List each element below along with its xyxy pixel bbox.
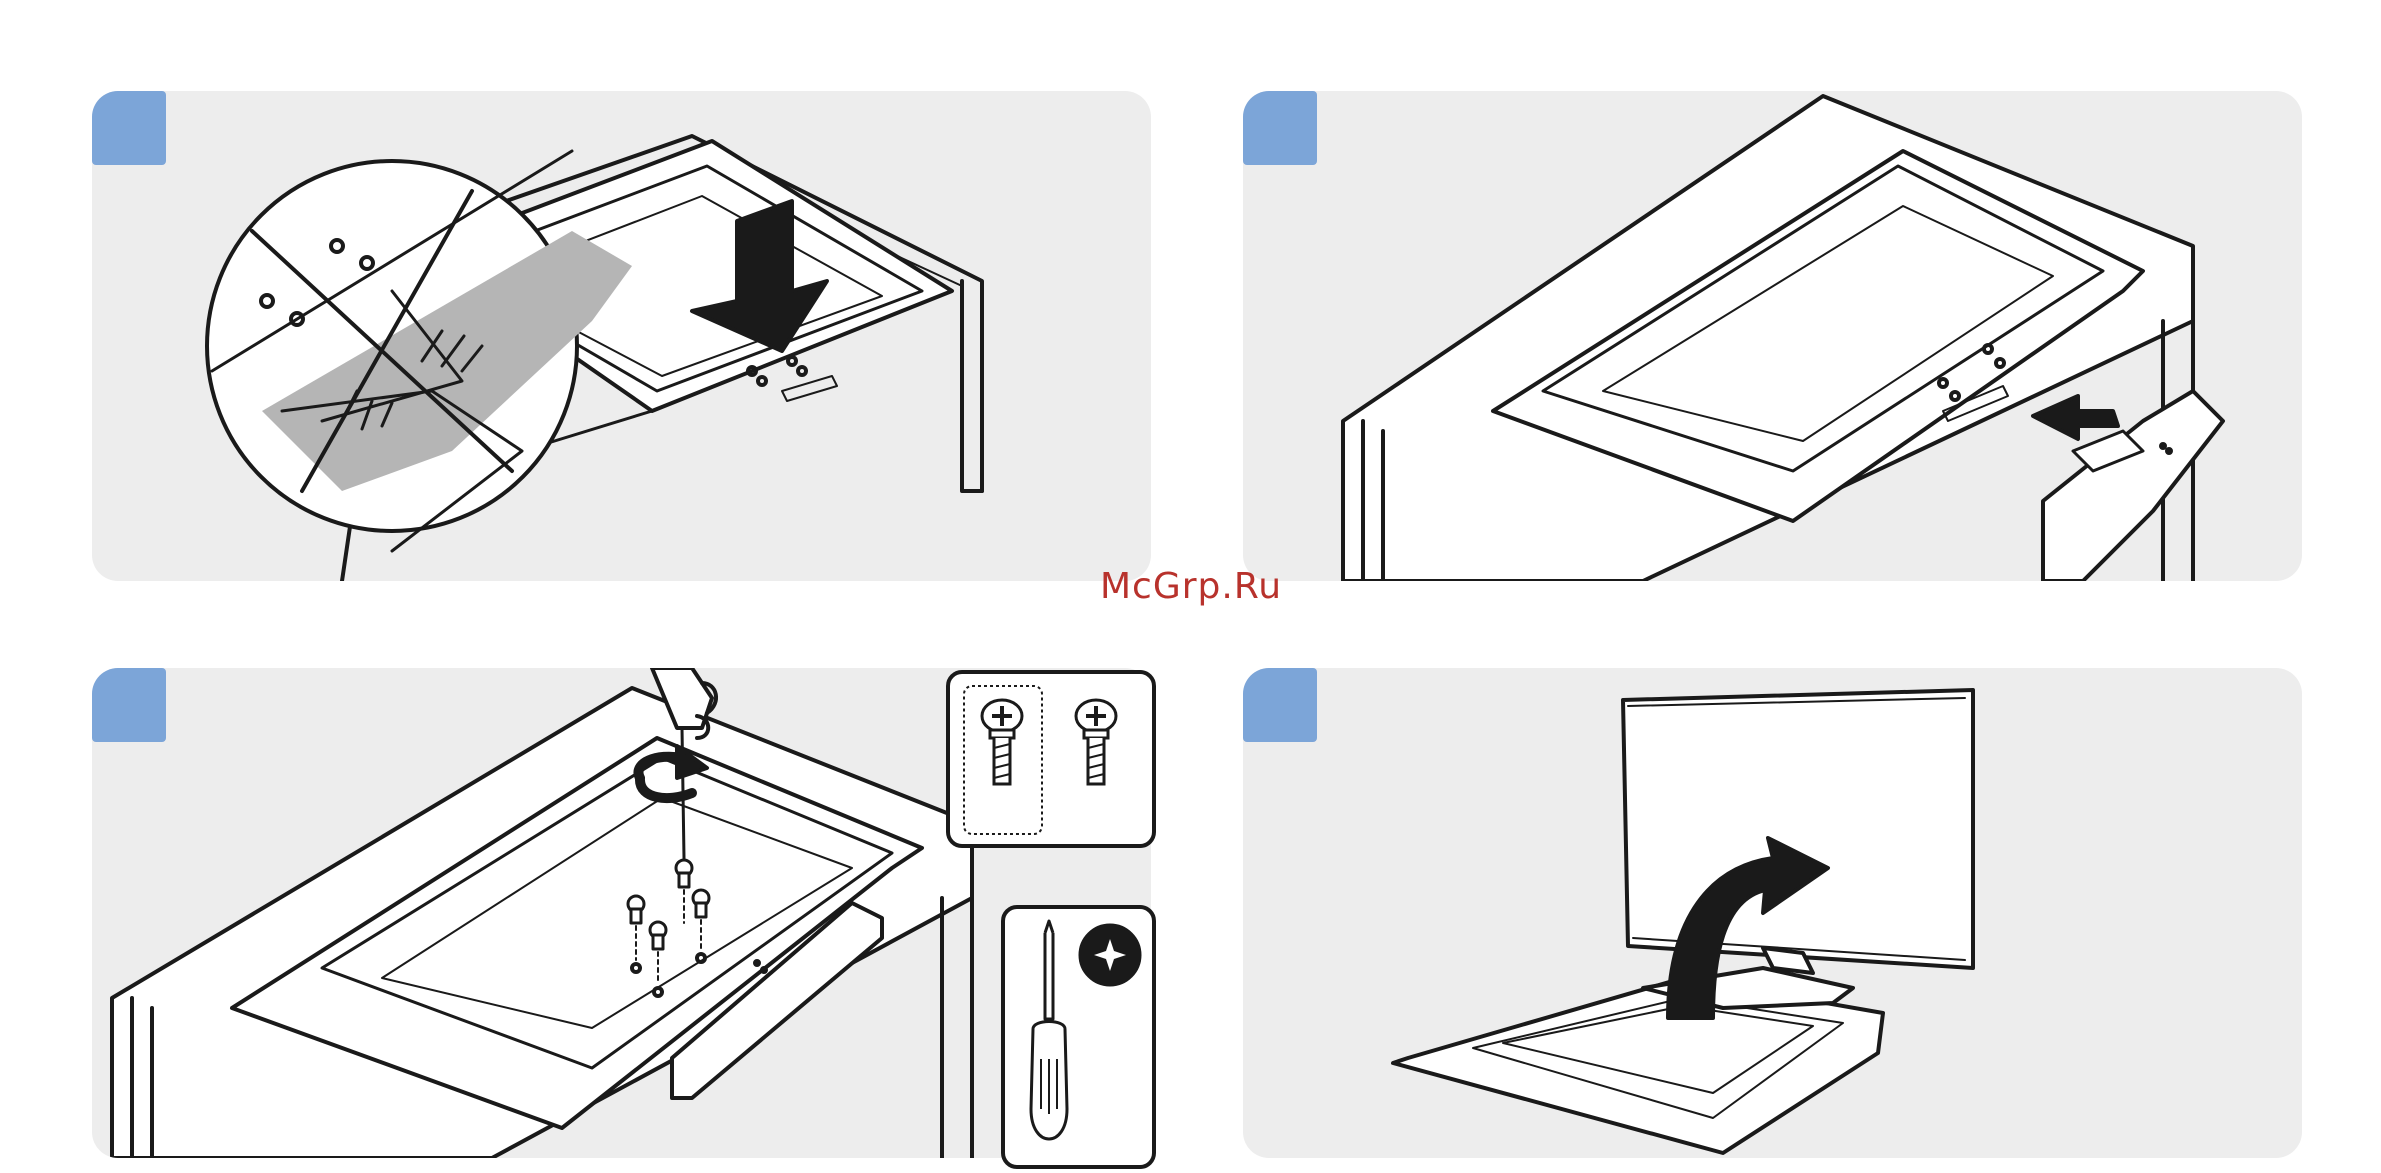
step-1-illustration <box>92 91 1151 581</box>
screw-icon <box>950 674 1152 844</box>
step-2-badge <box>1243 91 1317 165</box>
step-4-illustration <box>1243 668 2302 1158</box>
step-1-panel <box>92 91 1151 581</box>
step-1-badge <box>92 91 166 165</box>
screws-callout <box>946 670 1156 848</box>
step-4-panel <box>1243 668 2302 1158</box>
step-3-badge <box>92 668 166 742</box>
watermark: McGrp.Ru <box>1100 566 1300 607</box>
phillips-screwdriver-icon <box>1005 909 1152 1165</box>
screwdriver-callout <box>1001 905 1156 1169</box>
step-2-illustration <box>1243 91 2302 581</box>
step-2-panel <box>1243 91 2302 581</box>
step-4-badge <box>1243 668 1317 742</box>
